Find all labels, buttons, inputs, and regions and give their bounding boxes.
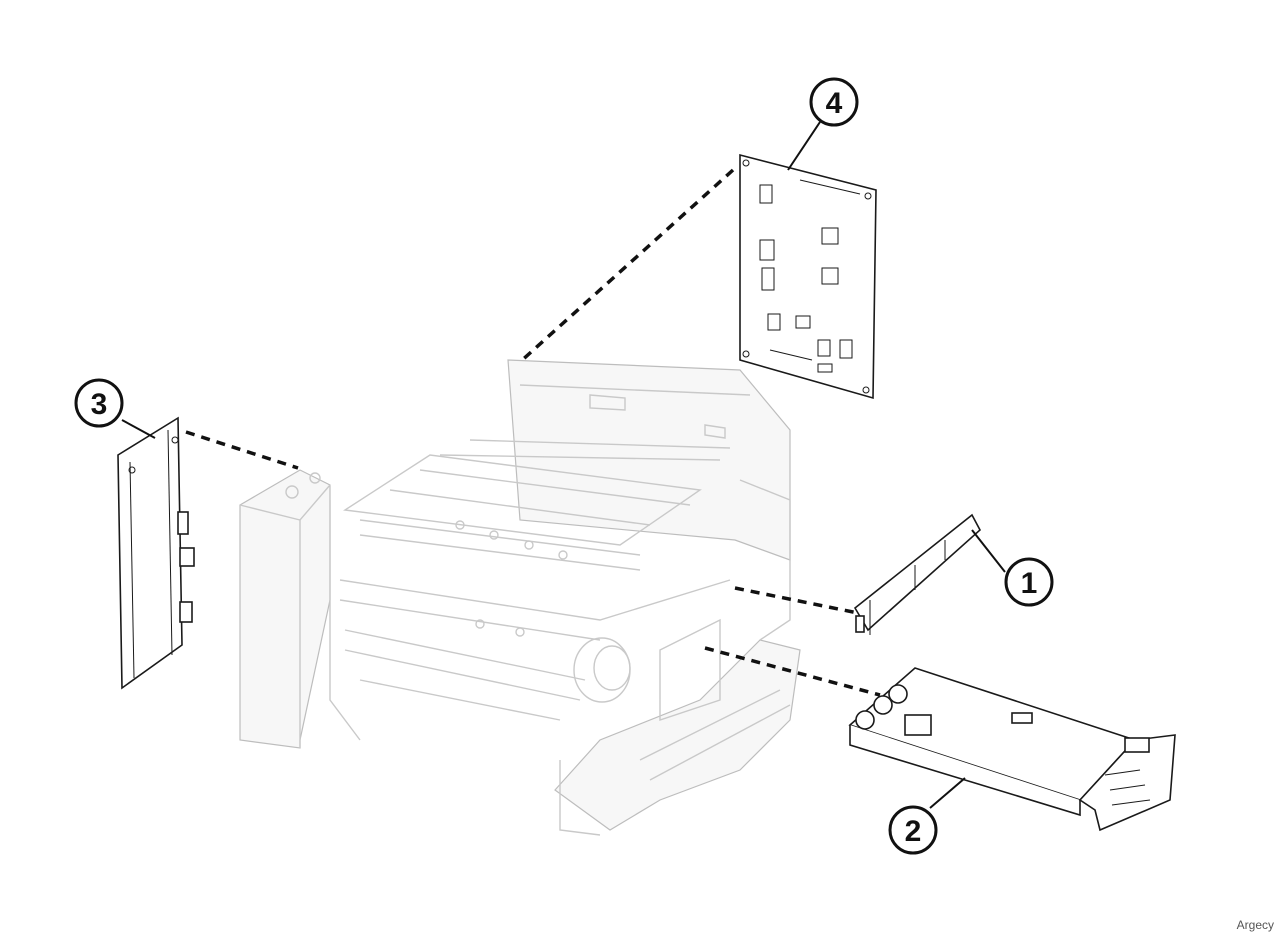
- callout-label-4: 4: [826, 87, 843, 120]
- printer-chassis: [239, 359, 801, 836]
- callout-label-1: 1: [1021, 567, 1038, 600]
- callout-2: 2: [888, 805, 938, 855]
- leader-line-1: [971, 529, 1006, 573]
- callout-3: 3: [74, 378, 124, 428]
- leader-line-4: [787, 121, 821, 171]
- leader-line-3: [121, 419, 156, 439]
- part-4-controller-board: [739, 153, 877, 400]
- part-1-bracket: [853, 513, 982, 635]
- callout-1: 1: [1004, 557, 1054, 607]
- part-2-power-supply: [848, 667, 1176, 832]
- leader-line-2: [929, 777, 966, 809]
- callout-4: 4: [809, 77, 859, 127]
- assembly-line-2: [704, 646, 881, 697]
- assembly-line-1: [734, 586, 859, 615]
- assembly-line-4: [518, 168, 735, 364]
- watermark-text: Argecy: [1236, 918, 1274, 932]
- callout-label-2: 2: [905, 815, 922, 848]
- part-3-side-board: [117, 416, 195, 690]
- assembly-line-3: [185, 430, 299, 470]
- callout-label-3: 3: [91, 388, 108, 421]
